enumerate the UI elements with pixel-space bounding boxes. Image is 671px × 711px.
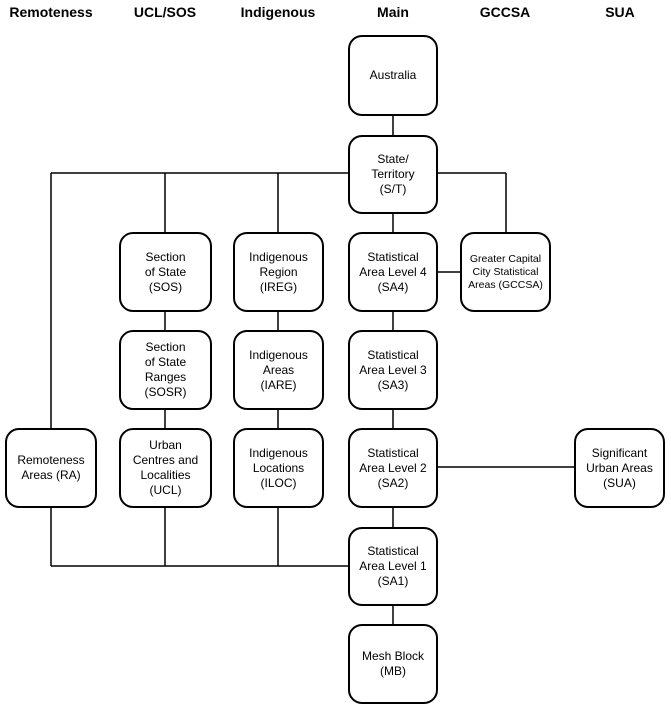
node-australia: Australia [348, 35, 438, 116]
header-indigenous: Indigenous [240, 4, 316, 20]
header-gccsa: GCCSA [479, 4, 531, 20]
header-ucl-sos: UCL/SOS [133, 4, 197, 20]
header-sua: SUA [605, 4, 635, 20]
node-state-territory: State/Territory(S/T) [348, 135, 438, 214]
header-main: Main [377, 4, 409, 20]
header-remoteness: Remoteness [9, 4, 93, 20]
node-mesh-block: Mesh Block(MB) [348, 624, 438, 704]
